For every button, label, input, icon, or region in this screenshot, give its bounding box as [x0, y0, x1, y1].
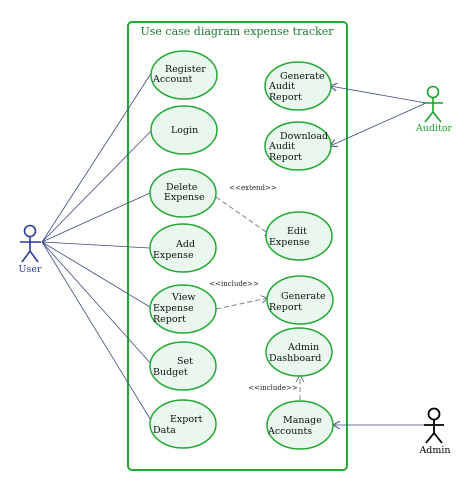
svg-text:Admin: Admin	[418, 445, 450, 456]
svg-text:User: User	[18, 264, 42, 275]
svg-text:Accounts: Accounts	[267, 426, 312, 437]
user-view-link	[41, 241, 151, 308]
svg-text:Manage: Manage	[283, 415, 322, 426]
system-boundary	[127, 21, 348, 471]
svg-text:Report: Report	[153, 314, 186, 325]
use-case-manage-accounts[interactable]: Manage Accounts	[266, 400, 334, 450]
svg-text:Audit: Audit	[268, 81, 295, 92]
auditor-associations	[330, 86, 427, 146]
svg-text:Set: Set	[177, 356, 193, 367]
svg-text:View: View	[171, 292, 196, 303]
actor-admin[interactable]: Admin	[418, 407, 451, 457]
svg-text:Audit: Audit	[268, 141, 295, 152]
svg-text:Edit: Edit	[287, 226, 307, 237]
user-login-link	[41, 129, 153, 243]
svg-text:Expense: Expense	[153, 303, 194, 314]
svg-text:Download: Download	[280, 131, 328, 142]
user-add-link	[41, 241, 151, 249]
use-case-add-expense[interactable]: Add Expense	[149, 223, 217, 273]
auditor-gen-audit-link	[330, 86, 427, 104]
svg-text:Account: Account	[152, 74, 192, 85]
use-case-export-data[interactable]: Export Data	[149, 399, 217, 449]
actor-auditor[interactable]: Auditor	[415, 85, 453, 135]
svg-text:Report: Report	[269, 302, 302, 313]
svg-text:Login: Login	[171, 125, 198, 136]
actor-user[interactable]: User	[18, 224, 42, 276]
svg-text:Expense: Expense	[164, 192, 205, 203]
stick-figure-icon	[424, 407, 444, 444]
use-case-download-audit-report[interactable]: Download Audit Report	[264, 121, 332, 171]
user-delete-link	[41, 192, 151, 243]
use-case-delete-expense[interactable]: Delete Expense	[149, 168, 217, 218]
user-export-link	[41, 241, 153, 423]
user-register-link	[41, 71, 153, 243]
include-stereotype-manage: <<include>>	[248, 384, 298, 392]
svg-text:Register: Register	[165, 64, 206, 75]
use-case-edit-expense[interactable]: Edit Expense	[265, 211, 333, 261]
use-case-generate-report[interactable]: Generate Report	[266, 275, 334, 325]
svg-text:Delete: Delete	[166, 182, 198, 193]
svg-text:Admin: Admin	[287, 342, 319, 353]
svg-text:Export: Export	[170, 414, 203, 425]
svg-text:Expense: Expense	[269, 237, 310, 248]
svg-text:Expense: Expense	[153, 250, 194, 261]
diagram-title: Use case diagram expense tracker	[140, 25, 334, 38]
include-stereotype-report: <<include>>	[209, 280, 259, 288]
svg-text:Generate: Generate	[280, 71, 325, 82]
use-case-admin-dashboard[interactable]: Admin Dashboard	[265, 327, 333, 377]
use-case-generate-audit-report[interactable]: Generate Audit Report	[264, 61, 332, 111]
stick-figure-icon	[20, 224, 41, 263]
svg-text:Generate: Generate	[281, 291, 326, 302]
use-case-view-expense-report[interactable]: View Expense Report	[149, 284, 217, 334]
svg-text:Data: Data	[153, 425, 176, 436]
include-view-report-line	[215, 298, 268, 310]
extend-stereotype: <<extend>>	[229, 184, 277, 192]
extend-relation-line	[215, 196, 272, 236]
use-case-register-account[interactable]: Register Account	[150, 50, 218, 100]
auditor-dl-audit-link	[330, 102, 427, 146]
svg-text:Dashboard: Dashboard	[269, 353, 321, 364]
user-budget-link	[41, 241, 153, 366]
svg-text:Budget: Budget	[153, 367, 188, 378]
stick-figure-icon	[423, 85, 443, 123]
svg-text:Report: Report	[269, 152, 302, 163]
use-case-login[interactable]: Login	[150, 105, 218, 155]
svg-text:Add: Add	[175, 239, 195, 250]
svg-text:Report: Report	[269, 92, 302, 103]
use-case-set-budget[interactable]: Set Budget	[149, 341, 217, 391]
user-associations	[41, 71, 153, 423]
svg-text:Auditor: Auditor	[415, 123, 453, 134]
